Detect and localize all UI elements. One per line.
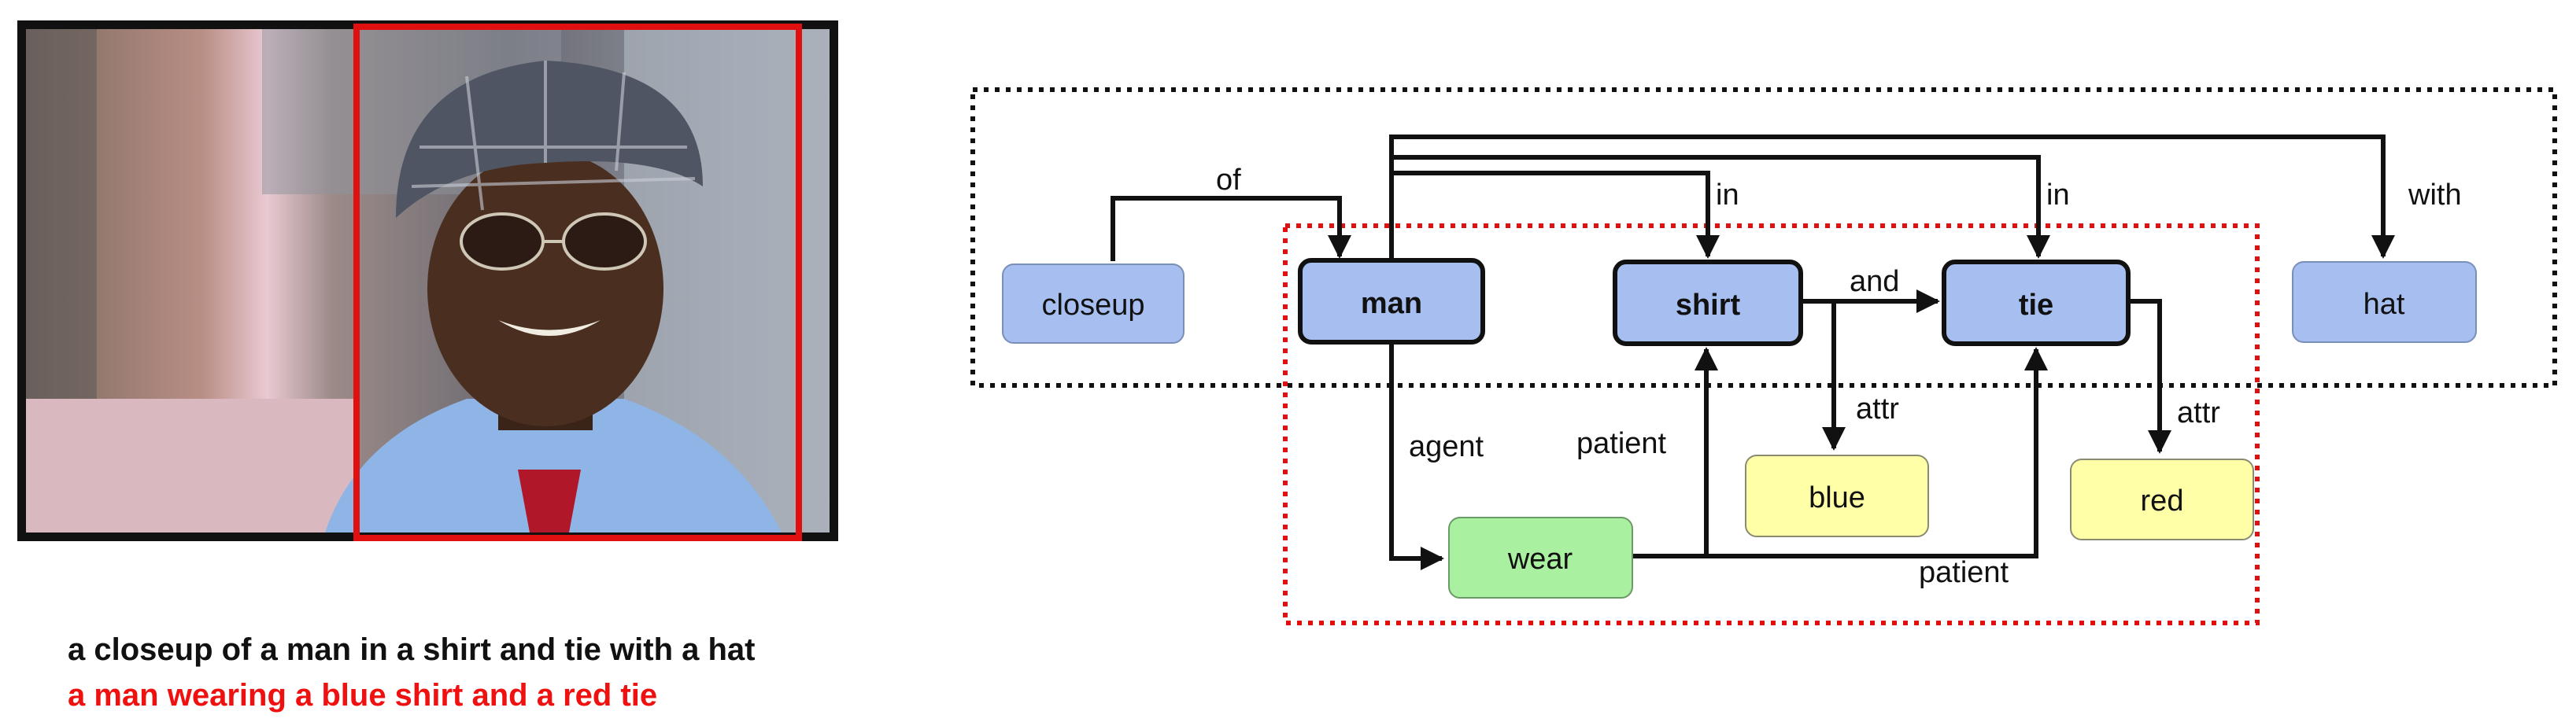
- edge-attr-red: [2130, 299, 2171, 454]
- full-caption: a closeup of a man in a shirt and tie wi…: [68, 632, 756, 667]
- edge-label-with: with: [2408, 179, 2462, 212]
- edge-label-and: and: [1850, 265, 1899, 298]
- photo-panel: [17, 20, 838, 541]
- node-label-red: red: [2141, 485, 2184, 518]
- node-label-hat: hat: [2363, 288, 2405, 321]
- edge-patient-tie: [1706, 347, 2048, 558]
- node-red: red: [2070, 459, 2254, 540]
- node-shirt: shirt: [1613, 260, 1803, 346]
- node-man: man: [1298, 258, 1485, 345]
- edge-with: [1389, 135, 2395, 260]
- man-photo: [26, 29, 830, 533]
- edge-label-of: of: [1216, 164, 1241, 197]
- edge-label-patient-shirt: patient: [1576, 427, 1667, 460]
- region-caption: a man wearing a blue shirt and a red tie: [68, 678, 658, 713]
- node-label-shirt: shirt: [1676, 289, 1741, 322]
- node-label-man: man: [1361, 287, 1422, 320]
- node-label-blue: blue: [1809, 481, 1865, 514]
- edge-label-in-shirt: in: [1716, 179, 1739, 212]
- node-blue: blue: [1745, 455, 1929, 537]
- full-caption-graph-box: [970, 87, 2557, 388]
- region-graph-box: [1283, 223, 2260, 625]
- edge-label-attr-blue: attr: [1856, 392, 1899, 426]
- node-closeup: closeup: [1002, 263, 1185, 344]
- graph-edges: [1111, 135, 2395, 570]
- edge-in-shirt: [1391, 171, 1720, 259]
- node-hat: hat: [2292, 261, 2477, 343]
- node-tie: tie: [1942, 260, 2131, 346]
- node-wear: wear: [1448, 517, 1633, 599]
- edge-label-patient-tie: patient: [1919, 556, 2009, 589]
- node-label-closeup: closeup: [1042, 289, 1145, 322]
- edge-label-attr-red: attr: [2177, 396, 2220, 429]
- region-box: [353, 24, 802, 541]
- edge-label-agent: agent: [1409, 430, 1484, 463]
- node-label-tie: tie: [2019, 289, 2053, 322]
- edge-label-in-tie: in: [2046, 179, 2070, 212]
- edge-agent: [1389, 345, 1444, 570]
- edge-of: [1111, 196, 1351, 261]
- node-label-wear: wear: [1507, 543, 1573, 576]
- edge-in-tie: [1391, 155, 2050, 259]
